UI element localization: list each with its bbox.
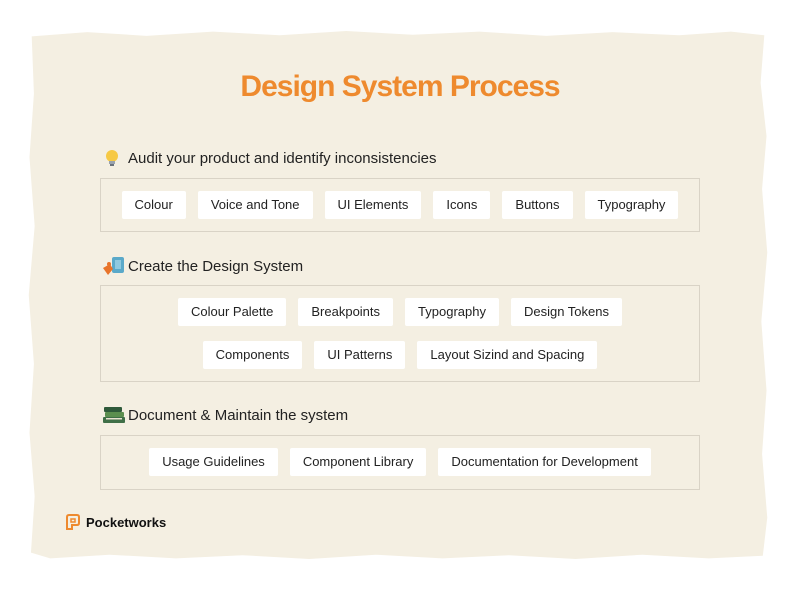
pocketworks-logo-icon bbox=[65, 514, 81, 530]
lightbulb-icon bbox=[102, 148, 122, 168]
section-document-box: Usage Guidelines Component Library Docum… bbox=[100, 435, 700, 490]
chip-components: Components bbox=[202, 341, 303, 369]
section-document-heading: Document & Maintain the system bbox=[102, 405, 348, 425]
chip-buttons: Buttons bbox=[502, 191, 573, 219]
page-title: Design System Process bbox=[240, 70, 560, 103]
section-document-label: Document & Maintain the system bbox=[128, 406, 349, 424]
brand-logo: Pocketworks bbox=[65, 514, 166, 530]
chip-typography: Typography bbox=[584, 191, 679, 219]
section-create-heading: Create the Design System bbox=[102, 256, 303, 276]
chip-documentation: Documentation for Development bbox=[438, 448, 651, 476]
chip-colour-palette: Colour Palette bbox=[177, 298, 287, 326]
chip-usage-guidelines: Usage Guidelines bbox=[149, 448, 278, 476]
chip-typography-2: Typography bbox=[405, 298, 499, 326]
chip-ui-elements: UI Elements bbox=[324, 191, 422, 219]
section-audit-box: Colour Voice and Tone UI Elements Icons … bbox=[100, 178, 700, 232]
chip-breakpoints: Breakpoints bbox=[298, 298, 394, 326]
section-audit-label: Audit your product and identify inconsis… bbox=[128, 149, 437, 167]
chip-voice-and-tone: Voice and Tone bbox=[197, 191, 313, 219]
section-create-label: Create the Design System bbox=[128, 257, 304, 275]
chip-ui-patterns: UI Patterns bbox=[314, 341, 406, 369]
puzzle-icon bbox=[102, 256, 124, 276]
chip-design-tokens: Design Tokens bbox=[510, 298, 623, 326]
section-create-box: Colour Palette Breakpoints Typography De… bbox=[100, 285, 700, 382]
chip-layout-spacing: Layout Sizind and Spacing bbox=[417, 341, 598, 369]
books-icon bbox=[102, 405, 125, 425]
chip-colour: Colour bbox=[121, 191, 186, 219]
section-audit-heading: Audit your product and identify inconsis… bbox=[102, 148, 437, 168]
chip-icons: Icons bbox=[433, 191, 491, 219]
brand-name: Pocketworks bbox=[86, 514, 167, 530]
chip-component-library: Component Library bbox=[289, 448, 427, 476]
